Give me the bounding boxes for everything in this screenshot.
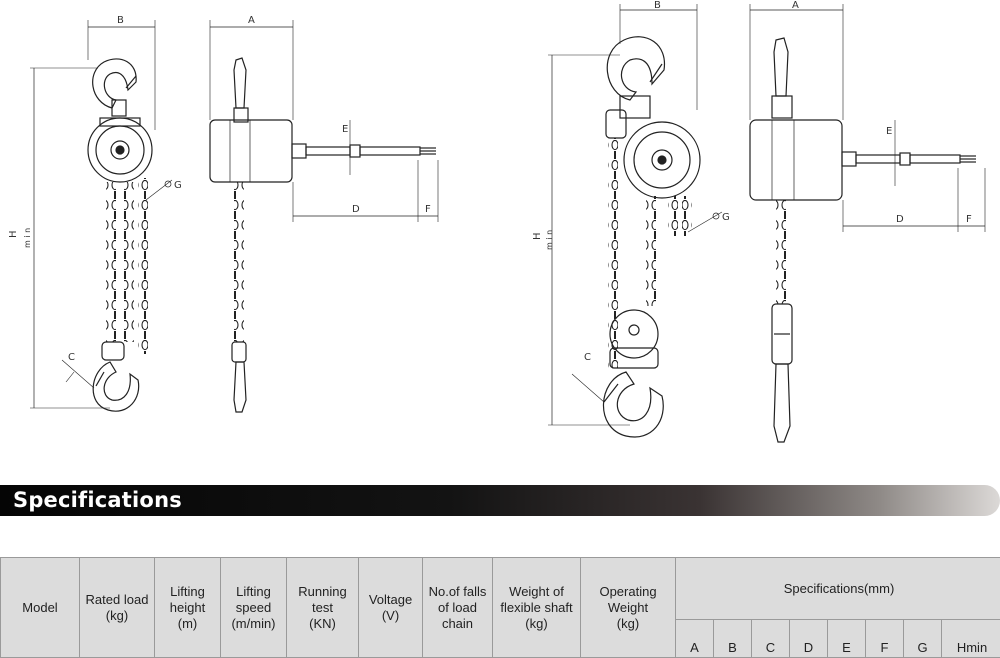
subheader-e: E: [828, 620, 866, 658]
hoist-drawings-svg: B H m i n G C: [0, 0, 1000, 470]
dim-d-label-2: D: [896, 214, 904, 225]
subheader-c: C: [752, 620, 790, 658]
header-rated-load: Rated load(kg): [80, 558, 155, 658]
left-side-view: A E D F: [210, 15, 438, 412]
subheader-f: F: [866, 620, 904, 658]
right-side-view: A E D F: [750, 0, 985, 442]
technical-drawings: B H m i n G C: [0, 0, 1000, 470]
specifications-section-bar: Specifications: [0, 485, 1000, 516]
header-voltage: Voltage(V): [359, 558, 423, 658]
dim-c-label: C: [68, 352, 75, 363]
dim-g-label-2: G: [722, 212, 730, 223]
dim-d-label: D: [352, 204, 360, 215]
dim-h-label-2: H: [532, 232, 543, 240]
dim-hmin-label-2: m i n: [545, 230, 554, 250]
dim-e-label: E: [342, 124, 348, 135]
dim-b-label-2: B: [654, 0, 661, 11]
dim-f-label-2: F: [966, 214, 972, 225]
dim-f-label: F: [425, 204, 431, 215]
subheader-a: A: [676, 620, 714, 658]
dim-hmin-label: m i n: [23, 228, 32, 248]
header-model: Model: [1, 558, 80, 658]
subheader-d: D: [790, 620, 828, 658]
subheader-b: B: [714, 620, 752, 658]
dim-b-label: B: [117, 15, 124, 26]
left-front-view: B H m i n G C: [8, 15, 182, 411]
dim-h-label: H: [8, 230, 19, 238]
dim-a-label: A: [248, 15, 255, 26]
subheader-hmin: Hmin: [942, 620, 1000, 658]
dim-e-label-2: E: [886, 126, 892, 137]
dim-c-label-2: C: [584, 352, 591, 363]
section-title: Specifications: [13, 488, 182, 512]
header-specifications-mm: Specifications(mm): [676, 558, 1000, 620]
subheader-g: G: [904, 620, 942, 658]
right-front-view: B H m i n G C: [532, 0, 730, 437]
dim-g-label: G: [174, 180, 182, 191]
dim-a-label-2: A: [792, 0, 799, 11]
